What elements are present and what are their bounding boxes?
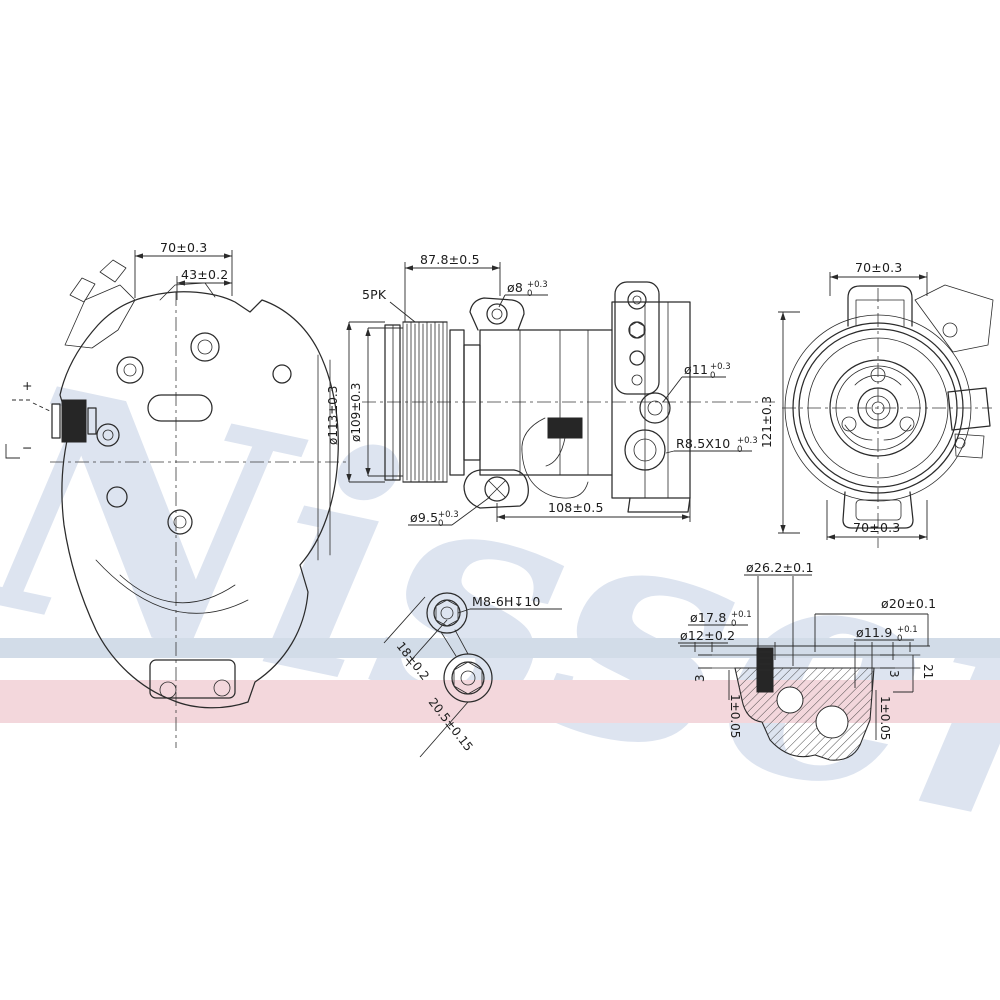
left-view: + − 70±0.3 43±0.2: [5, 240, 350, 748]
svg-text:0: 0: [527, 289, 532, 299]
slot-label: R8.5X10 +0.3 0: [665, 436, 758, 455]
svg-text:+0.3: +0.3: [710, 362, 731, 372]
right-view: 70±0.3 70±0.3: [782, 260, 994, 548]
dim-pulley-depth: 87.8±0.5: [420, 252, 480, 267]
dim-right-bottom: 70±0.3: [853, 520, 900, 535]
dim-wall-right: 3: [887, 670, 901, 678]
dim-port-178: ø17.8 +0.1 0: [688, 610, 752, 629]
dim-port-12: ø12±0.2: [680, 628, 735, 643]
port-label: ø11 +0.3 0: [662, 362, 731, 403]
dim-pulley-od: ø113±0.3: [326, 386, 340, 445]
minus-label: −: [22, 440, 33, 455]
electrical-connector: + −: [5, 378, 97, 459]
svg-text:ø8: ø8: [507, 280, 523, 295]
center-view: 5PK 87.8±0.5 ø8 +0.3 0 ø113±0.3 ø109±0.3…: [326, 252, 800, 534]
stripe-blue: [0, 638, 1000, 658]
dim-right-top: 70±0.3: [855, 260, 902, 275]
svg-text:0: 0: [737, 445, 742, 455]
dim-left-width: 70±0.3: [160, 240, 207, 255]
dim-depth: 21: [921, 664, 935, 679]
dim-port-20: ø20±0.1: [881, 596, 936, 611]
dim-pulley-groove: ø109±0.3: [349, 383, 363, 442]
svg-text:R8.5X10: R8.5X10: [676, 436, 730, 451]
svg-text:ø11.9: ø11.9: [856, 625, 892, 640]
dim-overall-height: 121±0.3: [760, 396, 774, 448]
svg-text:ø17.8: ø17.8: [690, 610, 726, 625]
dim-h-right: 1±0.05: [878, 696, 892, 740]
svg-text:0: 0: [897, 634, 902, 644]
dim-port-26: ø26.2±0.1: [746, 560, 814, 575]
svg-text:ø9.5: ø9.5: [410, 510, 438, 525]
svg-text:+0.1: +0.1: [731, 610, 752, 620]
hole-bottom-label: ø9.5 +0.3 0: [408, 496, 491, 529]
plus-label: +: [22, 378, 33, 393]
dim-h-left: 1±0.05: [728, 694, 742, 738]
dim-port-119: ø11.9 +0.1 0: [854, 625, 918, 644]
dim-left-inner: 43±0.2: [181, 267, 228, 282]
dim-wall-left: 3: [693, 674, 707, 682]
brand-watermark: Nissens: [0, 314, 1000, 952]
dim-body-length: 108±0.5: [548, 500, 604, 515]
svg-text:ø11: ø11: [684, 362, 708, 377]
svg-text:+0.3: +0.3: [737, 436, 758, 446]
svg-text:+0.3: +0.3: [438, 510, 459, 520]
svg-text:0: 0: [731, 619, 736, 629]
belt-type-label: 5PK: [362, 287, 387, 302]
svg-text:+0.1: +0.1: [897, 625, 918, 635]
svg-text:+0.3: +0.3: [527, 280, 548, 290]
svg-text:0: 0: [438, 519, 443, 529]
port-detail: ø26.2±0.1 ø20±0.1 ø17.8 +0.1 0 ø12±0.2 ø…: [678, 560, 936, 761]
thread-spec-label: M8-6H↧10: [472, 594, 541, 609]
svg-text:0: 0: [710, 371, 715, 381]
hole-top-label: ø8 +0.3 0: [498, 280, 548, 308]
